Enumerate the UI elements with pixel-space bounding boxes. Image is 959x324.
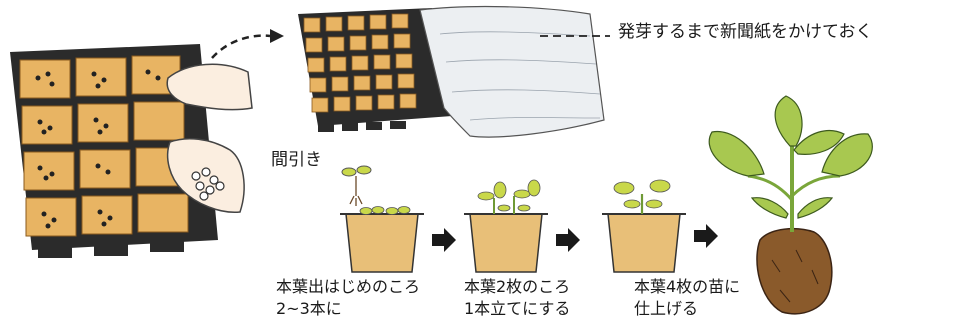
finished-seedling: [708, 95, 873, 315]
seeds-in-palm: [191, 167, 225, 201]
tray-covered-newspaper: [298, 5, 605, 138]
pot-step-2: [464, 179, 548, 273]
pot-step-1: [340, 206, 424, 273]
thinning-label: 間引き: [271, 150, 322, 170]
step-1-caption-line2: 2~3本に: [276, 299, 342, 318]
flow-arrow-curved: [211, 29, 284, 59]
cover-note-label: 発芽するまで新聞紙をかけておく: [618, 22, 873, 42]
step-2-caption-line2: 1本立てにする: [464, 299, 571, 318]
pulled-seedling: [341, 165, 372, 206]
step-3-caption-line1: 本葉4枚の苗に: [634, 277, 741, 296]
step-1-caption-line1: 本葉出はじめのころ: [276, 277, 421, 296]
flow-arrow-1: [432, 228, 456, 252]
flow-arrow-2: [556, 228, 580, 252]
flow-arrow-3: [694, 224, 718, 248]
step-2-caption-line1: 本葉2枚のころ: [464, 277, 571, 296]
step-3-caption-line2: 仕上げる: [634, 299, 699, 318]
pot-step-3: [602, 179, 686, 273]
